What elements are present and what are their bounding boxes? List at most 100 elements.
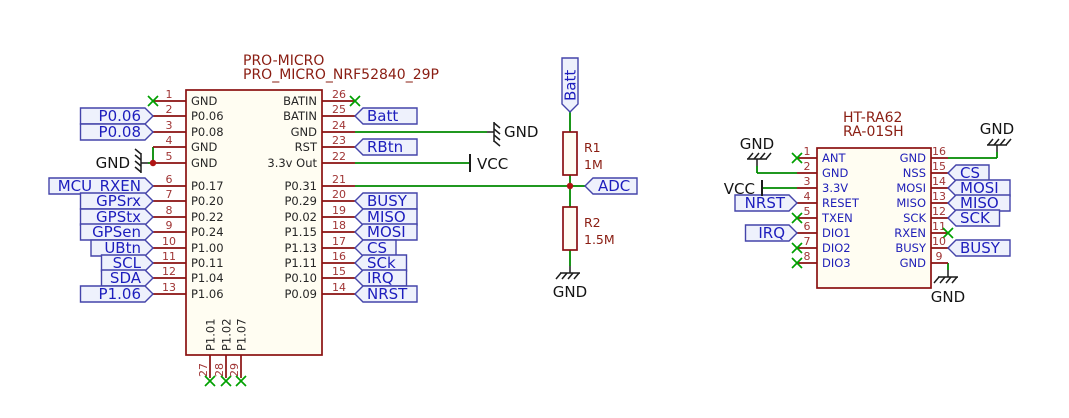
promicro-reference: PRO-MICRO xyxy=(243,53,324,69)
pin-number: 3 xyxy=(166,119,173,132)
gnd-symbol-label: GND xyxy=(740,135,774,153)
pin-number: 22 xyxy=(332,150,346,163)
pin-number: 7 xyxy=(804,235,811,248)
pin-number: 13 xyxy=(162,281,176,294)
pin-number: 12 xyxy=(932,205,946,218)
pin-number: 19 xyxy=(332,204,346,217)
ra01-body xyxy=(816,147,932,289)
voltage-divider: Batt R1 1M R2 1.5M ADC xyxy=(561,57,638,251)
pin-number: 18 xyxy=(332,219,346,232)
pin-number: 4 xyxy=(166,134,173,147)
gnd-symbol-icon xyxy=(486,121,501,147)
pin-number: 16 xyxy=(932,145,946,158)
net-label: P1.06 xyxy=(99,285,141,303)
net-label-flag xyxy=(354,208,418,226)
pin-name: RST xyxy=(295,140,318,154)
pin-number: 29 xyxy=(228,363,241,377)
pin-number: 11 xyxy=(932,220,946,233)
net-label-flag xyxy=(947,179,1011,197)
vcc-symbol-label: VCC xyxy=(724,180,755,198)
pin-name: GND xyxy=(900,151,927,165)
pin-name: DIO2 xyxy=(822,241,851,255)
resistor-r1-reference: R1 xyxy=(584,140,601,155)
pin-number: 8 xyxy=(804,250,811,263)
power-symbols: GND GND GND GND GND GND VCC VCC xyxy=(96,120,1015,306)
no-connect-icon xyxy=(220,375,232,387)
net-label-flag xyxy=(744,224,798,242)
no-connect-icon xyxy=(791,242,803,254)
net-label-flag xyxy=(79,208,154,226)
junction-dot xyxy=(149,159,157,167)
gnd-symbol-label: GND xyxy=(504,123,538,141)
net-label-flag xyxy=(354,107,418,125)
pin-name: P1.01 xyxy=(204,318,218,351)
gnd-symbol-icon xyxy=(555,265,581,280)
net-label-flag xyxy=(354,254,408,272)
pin-name: 3.3v Out xyxy=(267,156,317,170)
net-label-flag xyxy=(354,138,418,156)
net-label: GPSrx xyxy=(96,192,141,210)
pin-name: GND xyxy=(191,140,218,154)
pin-name: P0.10 xyxy=(284,271,317,285)
pin-name: RXEN xyxy=(894,226,926,240)
pin-name: GND xyxy=(291,125,318,139)
junction-dot xyxy=(566,182,574,190)
pin-name: ANT xyxy=(822,151,846,165)
net-label-flag xyxy=(354,223,418,241)
net-label: IRQ xyxy=(367,269,394,287)
net-label: P0.08 xyxy=(99,123,141,141)
pin-number: 1 xyxy=(804,145,811,158)
pin-name: BUSY xyxy=(895,241,927,255)
pin-number: 17 xyxy=(332,235,346,248)
pin-number: 28 xyxy=(213,363,226,377)
vcc-symbol-label: VCC xyxy=(477,155,508,173)
pin-number: 9 xyxy=(166,219,173,232)
pin-number: 24 xyxy=(332,119,346,132)
net-label-flag xyxy=(947,164,990,182)
pin-name: DIO1 xyxy=(822,226,851,240)
pin-number: 8 xyxy=(166,204,173,217)
pin-number: 10 xyxy=(162,235,176,248)
no-connect-icon xyxy=(791,152,803,164)
pin-name: P0.20 xyxy=(191,194,224,208)
pin-name: P0.22 xyxy=(191,210,224,224)
pin-number: 21 xyxy=(332,173,346,186)
net-label: MOSI xyxy=(960,179,999,197)
pin-number: 4 xyxy=(804,190,811,203)
pin-name: RESET xyxy=(822,196,860,210)
pin-number: 25 xyxy=(332,103,346,116)
promicro-body xyxy=(185,89,323,356)
net-label-flag xyxy=(947,194,1011,212)
pin-name: GND xyxy=(191,94,218,108)
pin-number: 15 xyxy=(332,265,346,278)
ra01-value: RA-01SH xyxy=(843,124,904,140)
pin-number: 1 xyxy=(166,88,173,101)
pin-name: P1.11 xyxy=(284,256,317,270)
net-label: SCK xyxy=(960,209,991,227)
batt-net-flag xyxy=(561,57,579,113)
pin-name: DIO3 xyxy=(822,256,851,270)
pin-name: P0.02 xyxy=(284,210,317,224)
pin-number: 9 xyxy=(936,250,943,263)
pin-number: 15 xyxy=(932,160,946,173)
pin-name: GND xyxy=(900,256,927,270)
net-label-flag xyxy=(90,239,154,257)
net-label: RBtn xyxy=(367,138,403,156)
net-label: Batt xyxy=(367,107,398,125)
gnd-symbol-icon xyxy=(134,148,149,174)
net-label-flag xyxy=(354,239,397,257)
net-label: BUSY xyxy=(367,192,408,210)
pin-number: 6 xyxy=(804,220,811,233)
pin-number: 27 xyxy=(197,363,210,377)
pin-number: 16 xyxy=(332,250,346,263)
gnd-symbol-label: GND xyxy=(96,154,130,172)
pin-name: P0.24 xyxy=(191,225,224,239)
pin-number: 5 xyxy=(166,150,173,163)
pin-name: NSS xyxy=(903,166,926,180)
net-label: MISO xyxy=(367,208,406,226)
pin-number: 2 xyxy=(166,103,173,116)
pin-name: P1.15 xyxy=(284,225,317,239)
pin-name: P0.11 xyxy=(191,256,224,270)
